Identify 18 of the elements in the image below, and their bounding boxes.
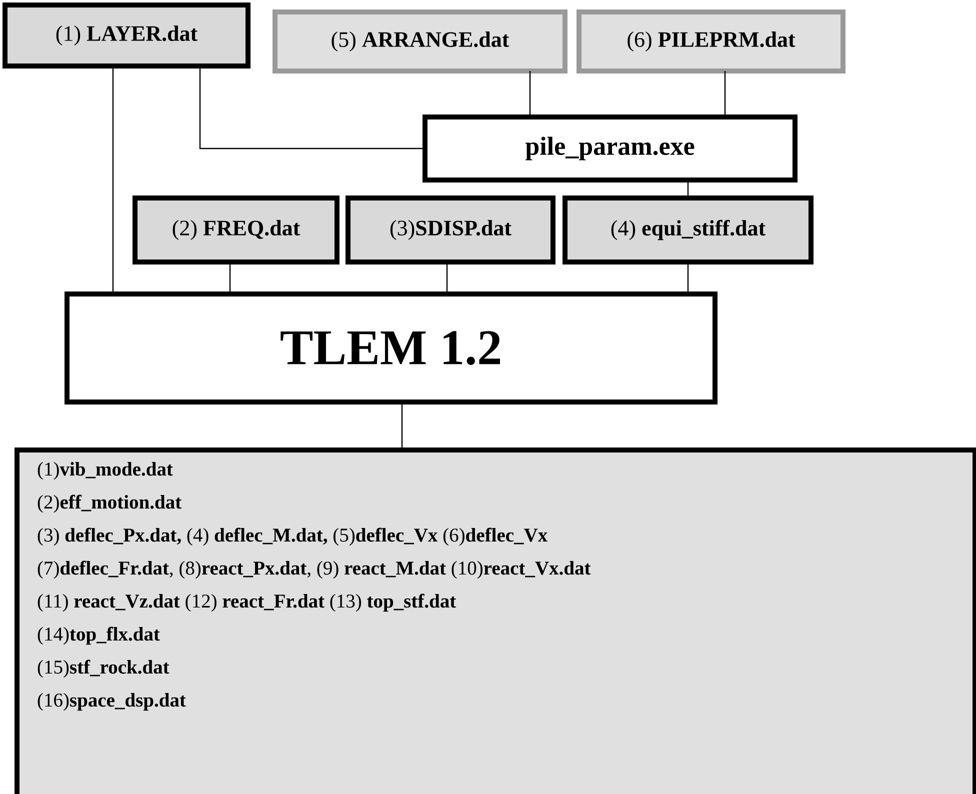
- connector-line: [401, 402, 403, 450]
- connector-line: [724, 70, 726, 117]
- connector-line: [529, 70, 531, 117]
- connector-line: [446, 262, 448, 294]
- connector-line: [687, 262, 689, 294]
- file-box: (2) FREQ.dat: [132, 195, 340, 264]
- program-box: pile_param.exe: [422, 114, 798, 182]
- file-box: (1) LAYER.dat: [2, 2, 250, 68]
- file-box: (4) equi_stiff.dat: [562, 195, 814, 264]
- file-box: (5) ARRANGE.dat: [272, 9, 568, 74]
- program-box: TLEM 1.2: [64, 291, 718, 404]
- connector-line: [199, 66, 425, 150]
- output-file-list: (1)vib_mode.dat (2)eff_motion.dat (3) deflec_Px.dat, (4) deflec_M.dat, (5)deflec_Vx (6)deflec_Vx (7)deflec_Fr.dat, (8)react_Px.dat, (9) react_M.dat (10)react_Vx.dat (11) react_Vz.dat (12) react_Fr.dat (13) top_stf.dat (14)top_flx.dat (15)stf_rock.dat (16)space_dsp.dat: [14, 447, 976, 794]
- file-box: (3)SDISP.dat: [346, 195, 556, 264]
- connector-line: [112, 66, 114, 294]
- connector-line: [687, 180, 689, 198]
- file-box: (6) PILEPRM.dat: [576, 9, 846, 74]
- connector-line: [229, 262, 231, 294]
